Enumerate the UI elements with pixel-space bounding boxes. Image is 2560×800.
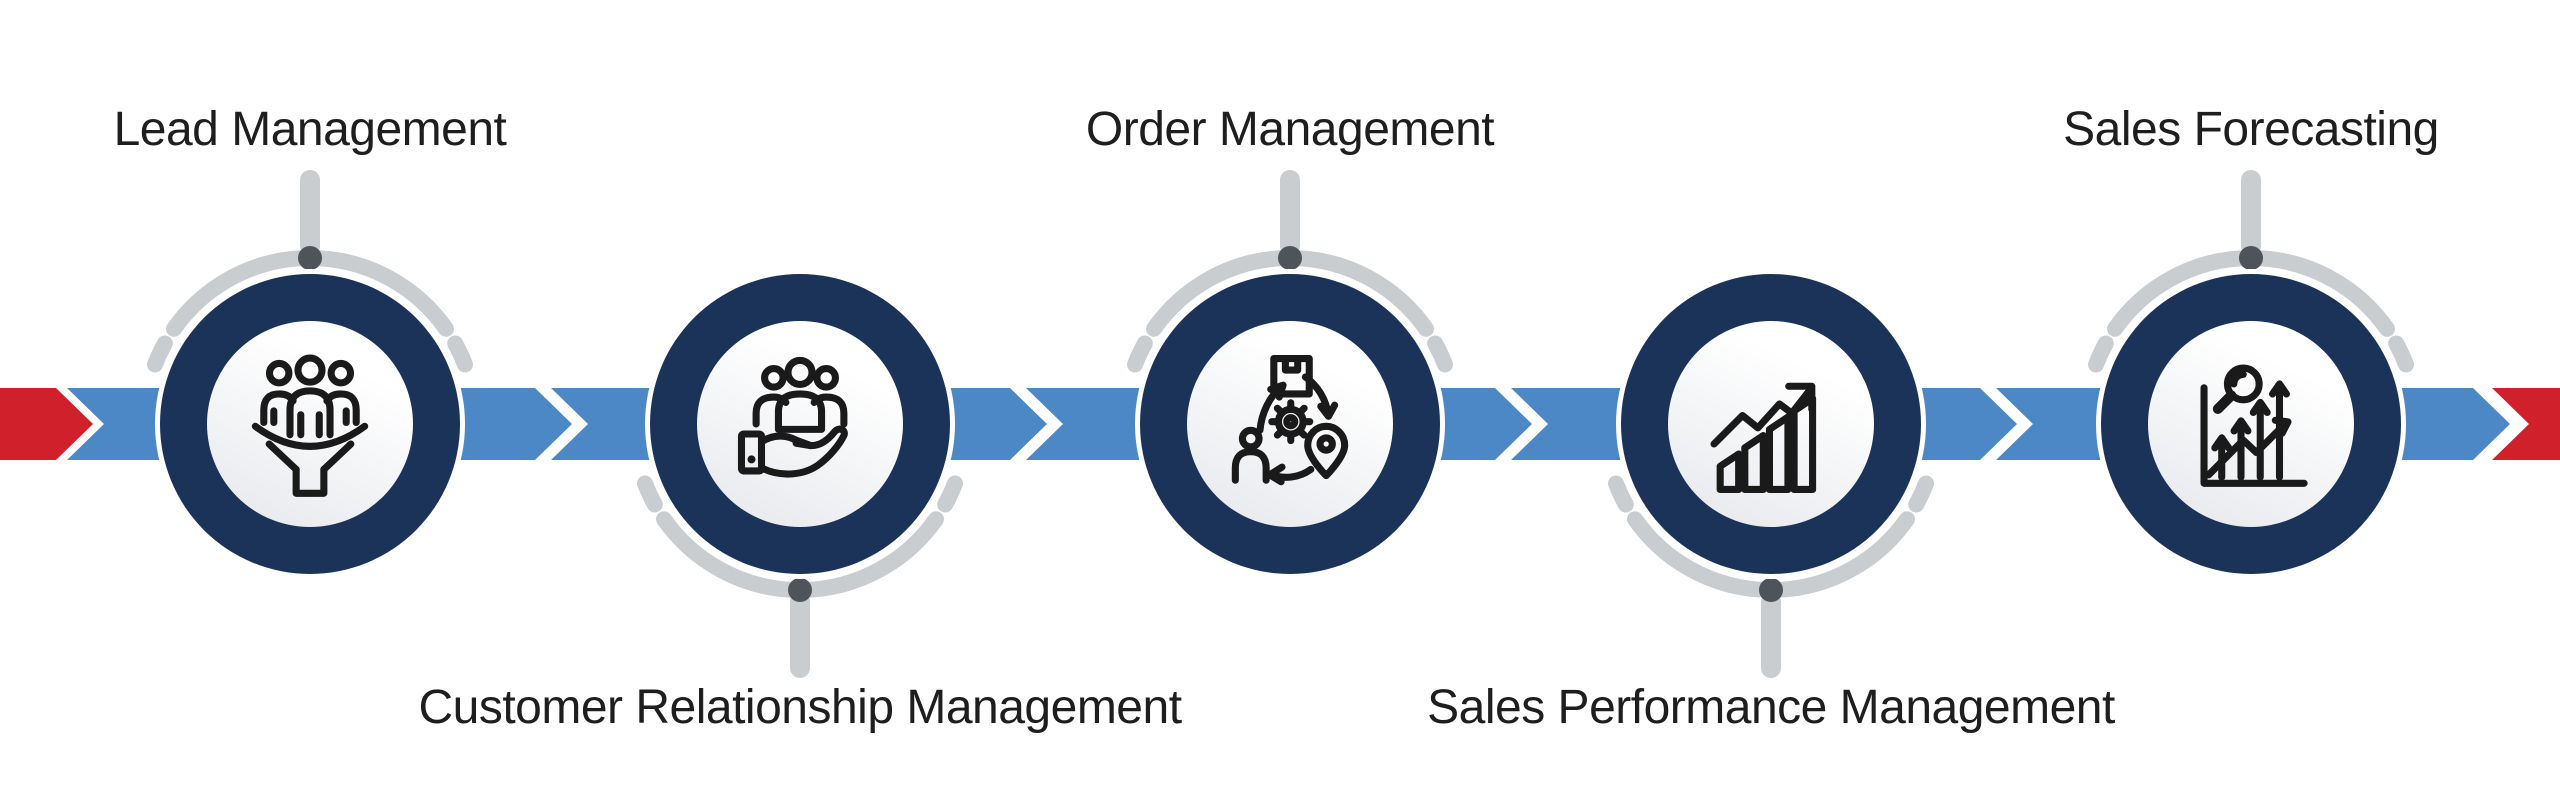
step-label-customer-relationship-management: Customer Relationship Management	[418, 681, 1182, 734]
connector-dot	[298, 246, 322, 270]
step-node-customer-relationship-management	[600, 0, 1000, 800]
order-cycle-icon	[1231, 355, 1349, 486]
step-label-sales-forecasting: Sales Forecasting	[2063, 103, 2439, 156]
connector-decoration-bottom	[1608, 475, 1934, 678]
connector-dot	[788, 578, 812, 602]
ring-arc-dash-right	[1908, 475, 1934, 513]
connector-dot	[1278, 246, 1302, 270]
step-circle	[1621, 274, 1921, 574]
ring-arc-dash-right	[1427, 335, 1453, 373]
step-circle-inner	[1668, 321, 1874, 527]
step-circle-inner	[207, 321, 413, 527]
step-circle-inner	[2148, 321, 2354, 527]
connector-decoration-top	[147, 170, 473, 373]
step-circle-inner	[1187, 321, 1393, 527]
step-node-sales-performance-management	[1571, 0, 1971, 800]
step-circle	[650, 274, 950, 574]
connector-decoration-top	[1127, 170, 1453, 373]
band-start-red-arrow	[0, 388, 93, 460]
step-node-order-management	[1090, 0, 1490, 800]
connector-dot	[1759, 578, 1783, 602]
lead-funnel-icon	[251, 354, 369, 497]
ring-arc-dash-right	[2388, 335, 2414, 373]
connector-decoration-bottom	[637, 475, 963, 678]
ring-arc-dash-left	[2088, 335, 2114, 373]
connector-dot	[2239, 246, 2263, 270]
ring-arc-dash-left	[1127, 335, 1153, 373]
step-node-sales-forecasting	[2051, 0, 2451, 800]
ring-arc-dash-left	[1608, 475, 1634, 513]
step-label-lead-management: Lead Management	[113, 103, 507, 156]
step-circle	[160, 274, 460, 574]
band-end-red-arrow	[2492, 388, 2560, 460]
ring-arc-dash-left	[147, 335, 173, 373]
hand-holding-people-icon	[737, 356, 848, 478]
forecast-magnifier-icon	[2200, 364, 2308, 487]
ring-arc-dash-right	[937, 475, 963, 513]
step-label-order-management: Order Management	[1085, 103, 1495, 156]
step-circle	[1140, 274, 1440, 574]
ring-arc-dash-right	[447, 335, 473, 373]
bar-chart-growth-icon	[1710, 382, 1817, 493]
ring-arc-dash-left	[637, 475, 663, 513]
connector-decoration-top	[2088, 170, 2414, 373]
step-node-lead-management	[110, 0, 510, 800]
step-circle	[2101, 274, 2401, 574]
step-circle-inner	[697, 321, 903, 527]
step-label-sales-performance-management: Sales Performance Management	[1427, 681, 2115, 734]
